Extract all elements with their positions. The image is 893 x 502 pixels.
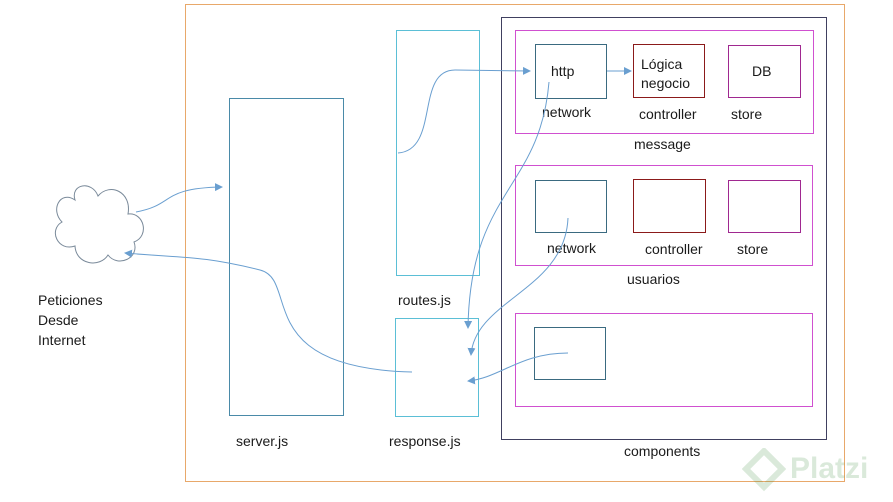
message-store-box xyxy=(728,45,801,98)
outer-container xyxy=(185,4,845,482)
server-label: server.js xyxy=(236,433,289,449)
usuarios-label: usuarios xyxy=(627,271,680,287)
message-label: message xyxy=(634,136,691,152)
message-network-label: network xyxy=(542,104,592,120)
message-controller-label: controller xyxy=(639,106,697,122)
routes-box xyxy=(396,30,480,276)
message-network-box xyxy=(535,44,607,99)
usuarios-controller-box xyxy=(633,179,706,233)
platzi-logo-icon xyxy=(742,448,786,492)
server-box xyxy=(229,98,344,416)
cloud-caption-line-1: Peticiones xyxy=(38,292,103,308)
cloud-caption-line-3: Internet xyxy=(38,332,86,348)
message-store-label: store xyxy=(731,106,763,122)
message-controller-box xyxy=(633,44,705,98)
platzi-watermark: Platzi xyxy=(742,446,892,496)
usuarios-store-box xyxy=(728,180,801,233)
response-box xyxy=(395,318,479,417)
components-label: components xyxy=(624,443,701,459)
third-network-box xyxy=(534,327,606,380)
routes-label: routes.js xyxy=(398,292,451,308)
cloud-caption-line-2: Desde xyxy=(38,312,79,328)
cloud-caption: Peticiones Desde Internet xyxy=(38,290,128,350)
usuarios-network-label: network xyxy=(547,240,597,256)
response-label: response.js xyxy=(389,433,461,449)
usuarios-store-label: store xyxy=(737,241,769,257)
watermark-text: Platzi xyxy=(790,452,869,485)
usuarios-network-box xyxy=(535,180,607,233)
message-network-box-text: http xyxy=(551,63,575,79)
message-controller-box-text: Lógica negocio xyxy=(641,56,691,91)
message-store-box-text: DB xyxy=(752,63,772,79)
usuarios-controller-label: controller xyxy=(645,241,703,257)
